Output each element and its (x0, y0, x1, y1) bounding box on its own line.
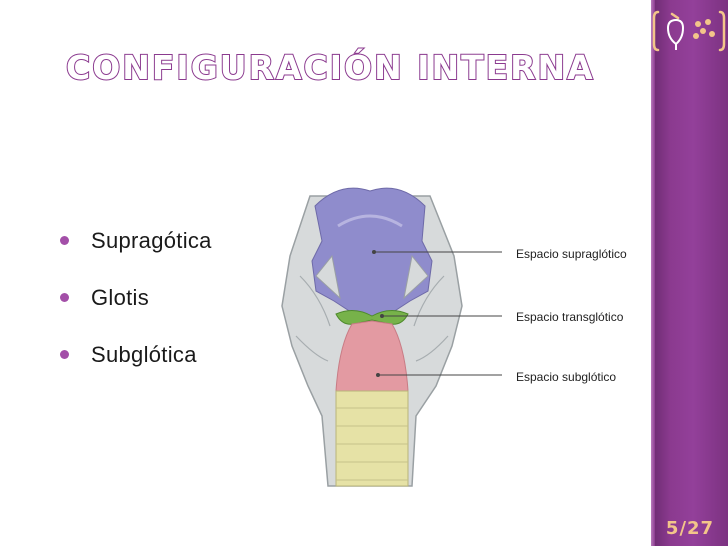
page-number: 5/27 (665, 518, 715, 539)
bullet-text-subglottic: Subglótica (91, 342, 197, 367)
bullet-dot-icon (60, 236, 69, 245)
label-supraglottic-space: Espacio supraglótico (516, 247, 627, 261)
glottis-region (335, 310, 409, 325)
larynx-diagram: Espacio supraglótico Espacio transglótic… (281, 187, 627, 487)
bullet-item: Subglótica (60, 342, 212, 399)
bullet-list: Supragótica Glotis Subglótica (60, 228, 212, 399)
bullet-dot-icon (60, 293, 69, 302)
bullet-item: Supragótica (60, 228, 212, 285)
label-transglottic-space: Espacio transglótico (516, 310, 624, 324)
bullet-text-glottis: Glotis (91, 285, 150, 310)
trachea-region (335, 390, 409, 487)
label-subglottic-space: Espacio subglótico (516, 370, 616, 384)
bullet-dot-icon (60, 350, 69, 359)
bullet-text-supraglottic: Supragótica (91, 228, 212, 253)
bullet-item: Glotis (60, 285, 212, 342)
face-with-dots-logo (652, 10, 726, 52)
sidebar-band (651, 0, 728, 546)
slide-title: CONFIGURACIÓN INTERNA (65, 47, 595, 88)
